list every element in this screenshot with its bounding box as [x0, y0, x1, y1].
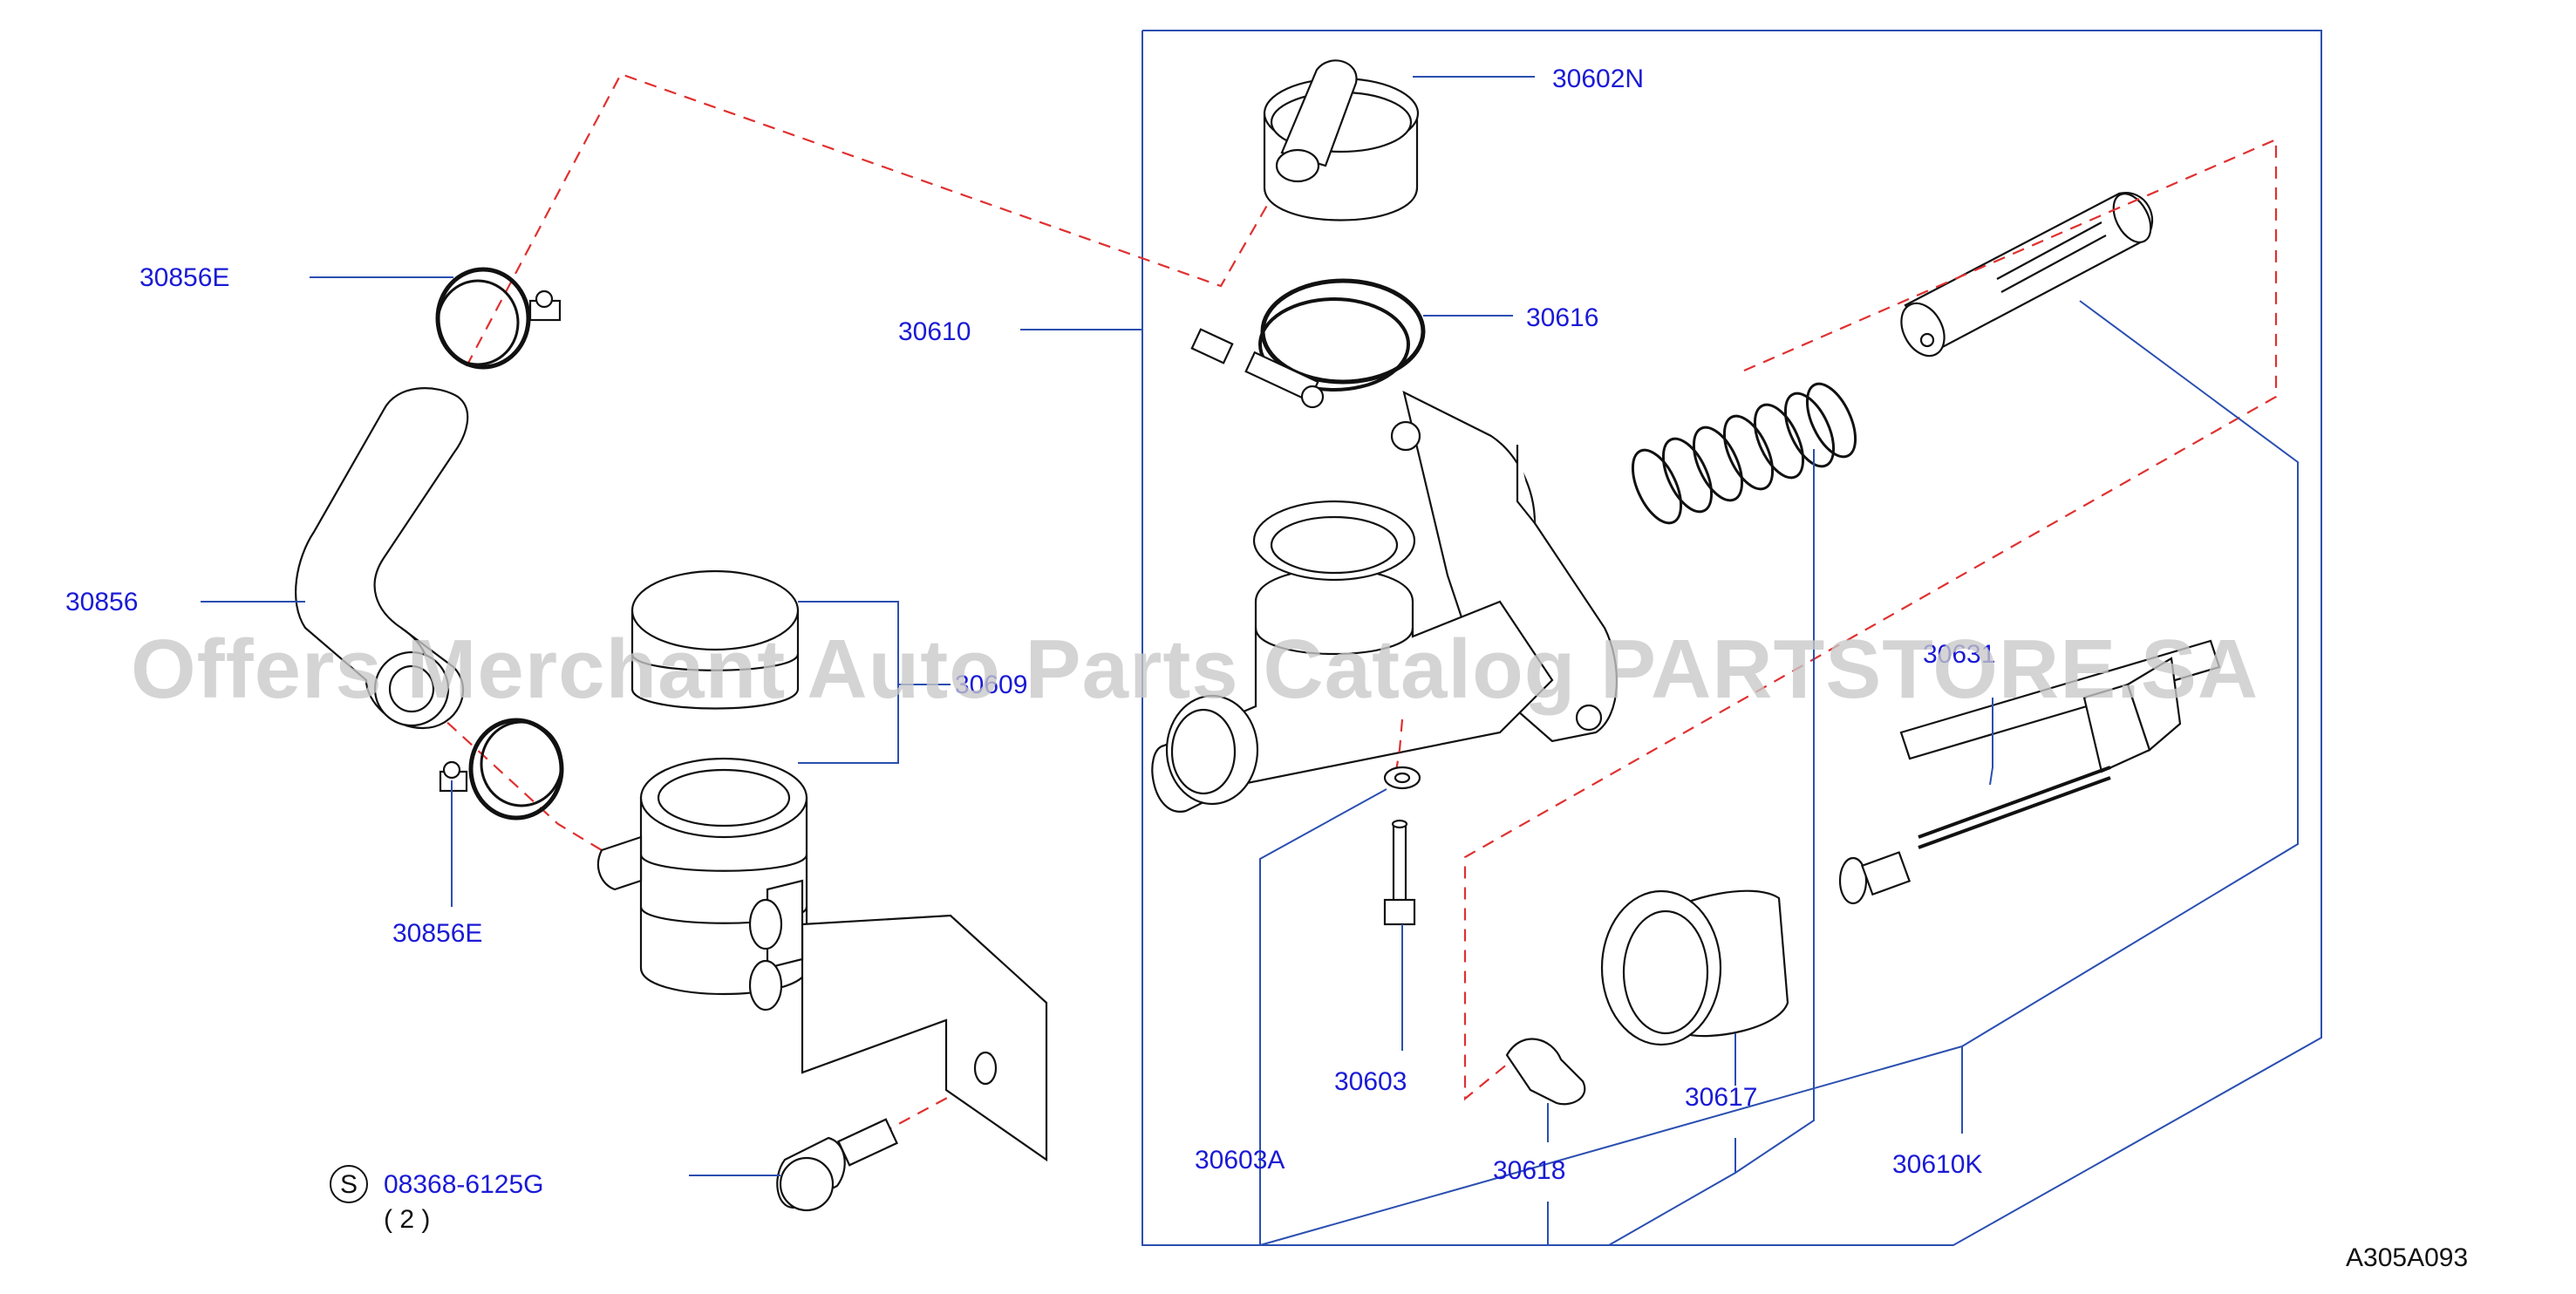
flange-bolt-08368: [776, 1118, 898, 1212]
leader-30610K-wash: [1259, 1045, 1963, 1246]
reservoir-bracket: [748, 879, 1048, 1162]
leader-spring: [1734, 449, 1815, 1174]
callout-08368-group: S 08368-6125G ( 2 ): [330, 1165, 544, 1234]
callout-30616: 30616: [1526, 303, 1598, 332]
callout-30856: 30856: [65, 588, 138, 616]
callout-30618: 30618: [1493, 1156, 1565, 1185]
reservoir-cap-30609: [630, 569, 800, 710]
callout-30856E-top: 30856E: [140, 263, 229, 292]
leader-30603A: [1259, 788, 1387, 1245]
callout-30602N: 30602N: [1552, 65, 1644, 93]
washer-30603A: [1383, 766, 1421, 790]
hose-30856: [295, 387, 469, 730]
hose-clamp-bottom: [439, 718, 564, 821]
diagram-code: A305A093: [2346, 1243, 2468, 1272]
push-rod: [1838, 639, 2221, 905]
retaining-clip-30618: [1505, 1038, 1586, 1106]
leader-30617-down: [1608, 1138, 1736, 1246]
standard-part-badge-letter: S: [340, 1170, 358, 1199]
watermark-text: Offers Merchant Auto Parts Catalog PARTS…: [131, 623, 2259, 716]
callout-08368: 08368-6125G: [384, 1170, 544, 1199]
assembly-frame: [1141, 30, 2322, 1246]
callout-30603A: 30603A: [1195, 1146, 1285, 1175]
return-spring: [1631, 382, 1857, 525]
callout-08368-quantity: ( 2 ): [384, 1205, 430, 1234]
cylinder-clamp-30616: [1190, 278, 1426, 409]
leader-30609: [798, 601, 899, 764]
callout-30856E-bottom: 30856E: [392, 919, 482, 948]
standard-part-badge: [330, 1165, 368, 1203]
hose-clamp-top: [435, 267, 562, 370]
callout-30617: 30617: [1685, 1083, 1757, 1112]
callout-30610K: 30610K: [1892, 1150, 1982, 1179]
cylinder-cap-30602N: [1263, 59, 1420, 221]
dust-boot-30617: [1600, 889, 1789, 1046]
routing-line-hose-to-reservoir: [400, 679, 603, 851]
bleeder-screw-30603: [1383, 819, 1416, 926]
leader-30610K-frame: [1961, 300, 2299, 1047]
callout-30609: 30609: [955, 671, 1027, 699]
callout-30631: 30631: [1923, 640, 1995, 669]
routing-line-hose-to-cap: [466, 72, 1270, 367]
leader-30631: [1989, 698, 1993, 786]
routing-line-piston-top: [1463, 138, 2278, 1101]
piston-30610K: [1900, 192, 2154, 358]
callout-30603: 30603: [1334, 1067, 1407, 1096]
callout-30610: 30610: [898, 317, 971, 346]
master-cylinder-body: [1151, 390, 1618, 813]
